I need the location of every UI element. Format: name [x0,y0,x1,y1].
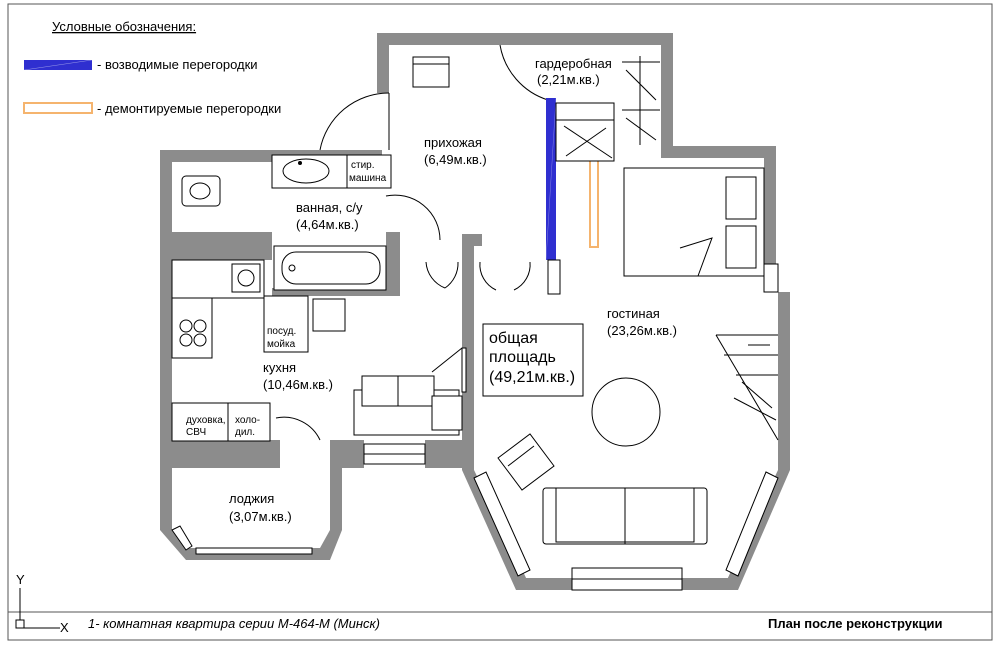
ucs-axis-icon: Y X [15,572,69,635]
oven-label-1: духовка, [186,415,226,426]
hall-chair [412,56,450,88]
drawing-frame [7,3,993,641]
room-area-living: (23,26м.кв.) [607,323,677,338]
doors [275,44,549,441]
footer-title: План после реконструкции [768,616,942,631]
room-area-bath: (4,64м.кв.) [296,217,359,232]
fridge-label-1: холо- [235,415,260,426]
room-name-wardrobe: гардеробная [535,56,612,71]
legend-item-removed: - демонтируемые перегородки [97,101,281,116]
total-area-line2: площадь [489,349,556,366]
legend: Условные обозначения: - возводимые перег… [23,19,281,116]
removed-partition [589,154,613,248]
footer-caption: 1- комнатная квартира серии М-464-М (Мин… [88,616,380,631]
room-name-living: гостиная [607,306,660,321]
room-name-loggia: лоджия [229,491,274,506]
room-area-kitchen: (10,46м.кв.) [263,377,333,392]
legend-swatch-removed [23,102,93,114]
room-area-loggia: (3,07м.кв.) [229,509,292,524]
fridge-label-2: дил. [235,427,255,438]
room-name-bath: ванная, с/у [296,200,363,215]
dishwasher-label-2: мойка [267,339,296,350]
living-furniture [497,167,779,545]
total-area-value: (49,21м.кв.) [489,369,575,386]
room-area-wardrobe: (2,21м.кв.) [537,72,600,87]
room-name-hall: прихожая [424,135,482,150]
windows [171,443,779,591]
total-area-line1: общая [489,330,538,347]
new-partition [546,98,556,260]
axis-x-label: X [60,620,69,635]
wardrobe-shelves [555,56,660,162]
washer-label-2: машина [349,173,387,184]
bath-fixtures [181,154,392,291]
axis-y-label: Y [16,572,25,587]
room-area-hall: (6,49м.кв.) [424,152,487,167]
legend-item-new: - возводимые перегородки [97,57,258,72]
legend-title: Условные обозначения: [52,19,196,34]
oven-label-2: СВЧ [186,427,206,438]
room-name-kitchen: кухня [263,360,296,375]
dishwasher-label-1: посуд. [267,326,296,337]
partition-end [547,259,561,295]
total-area-box [482,323,584,397]
kitchen-fixtures [171,259,463,442]
washer-label-1: стир. [351,160,375,171]
